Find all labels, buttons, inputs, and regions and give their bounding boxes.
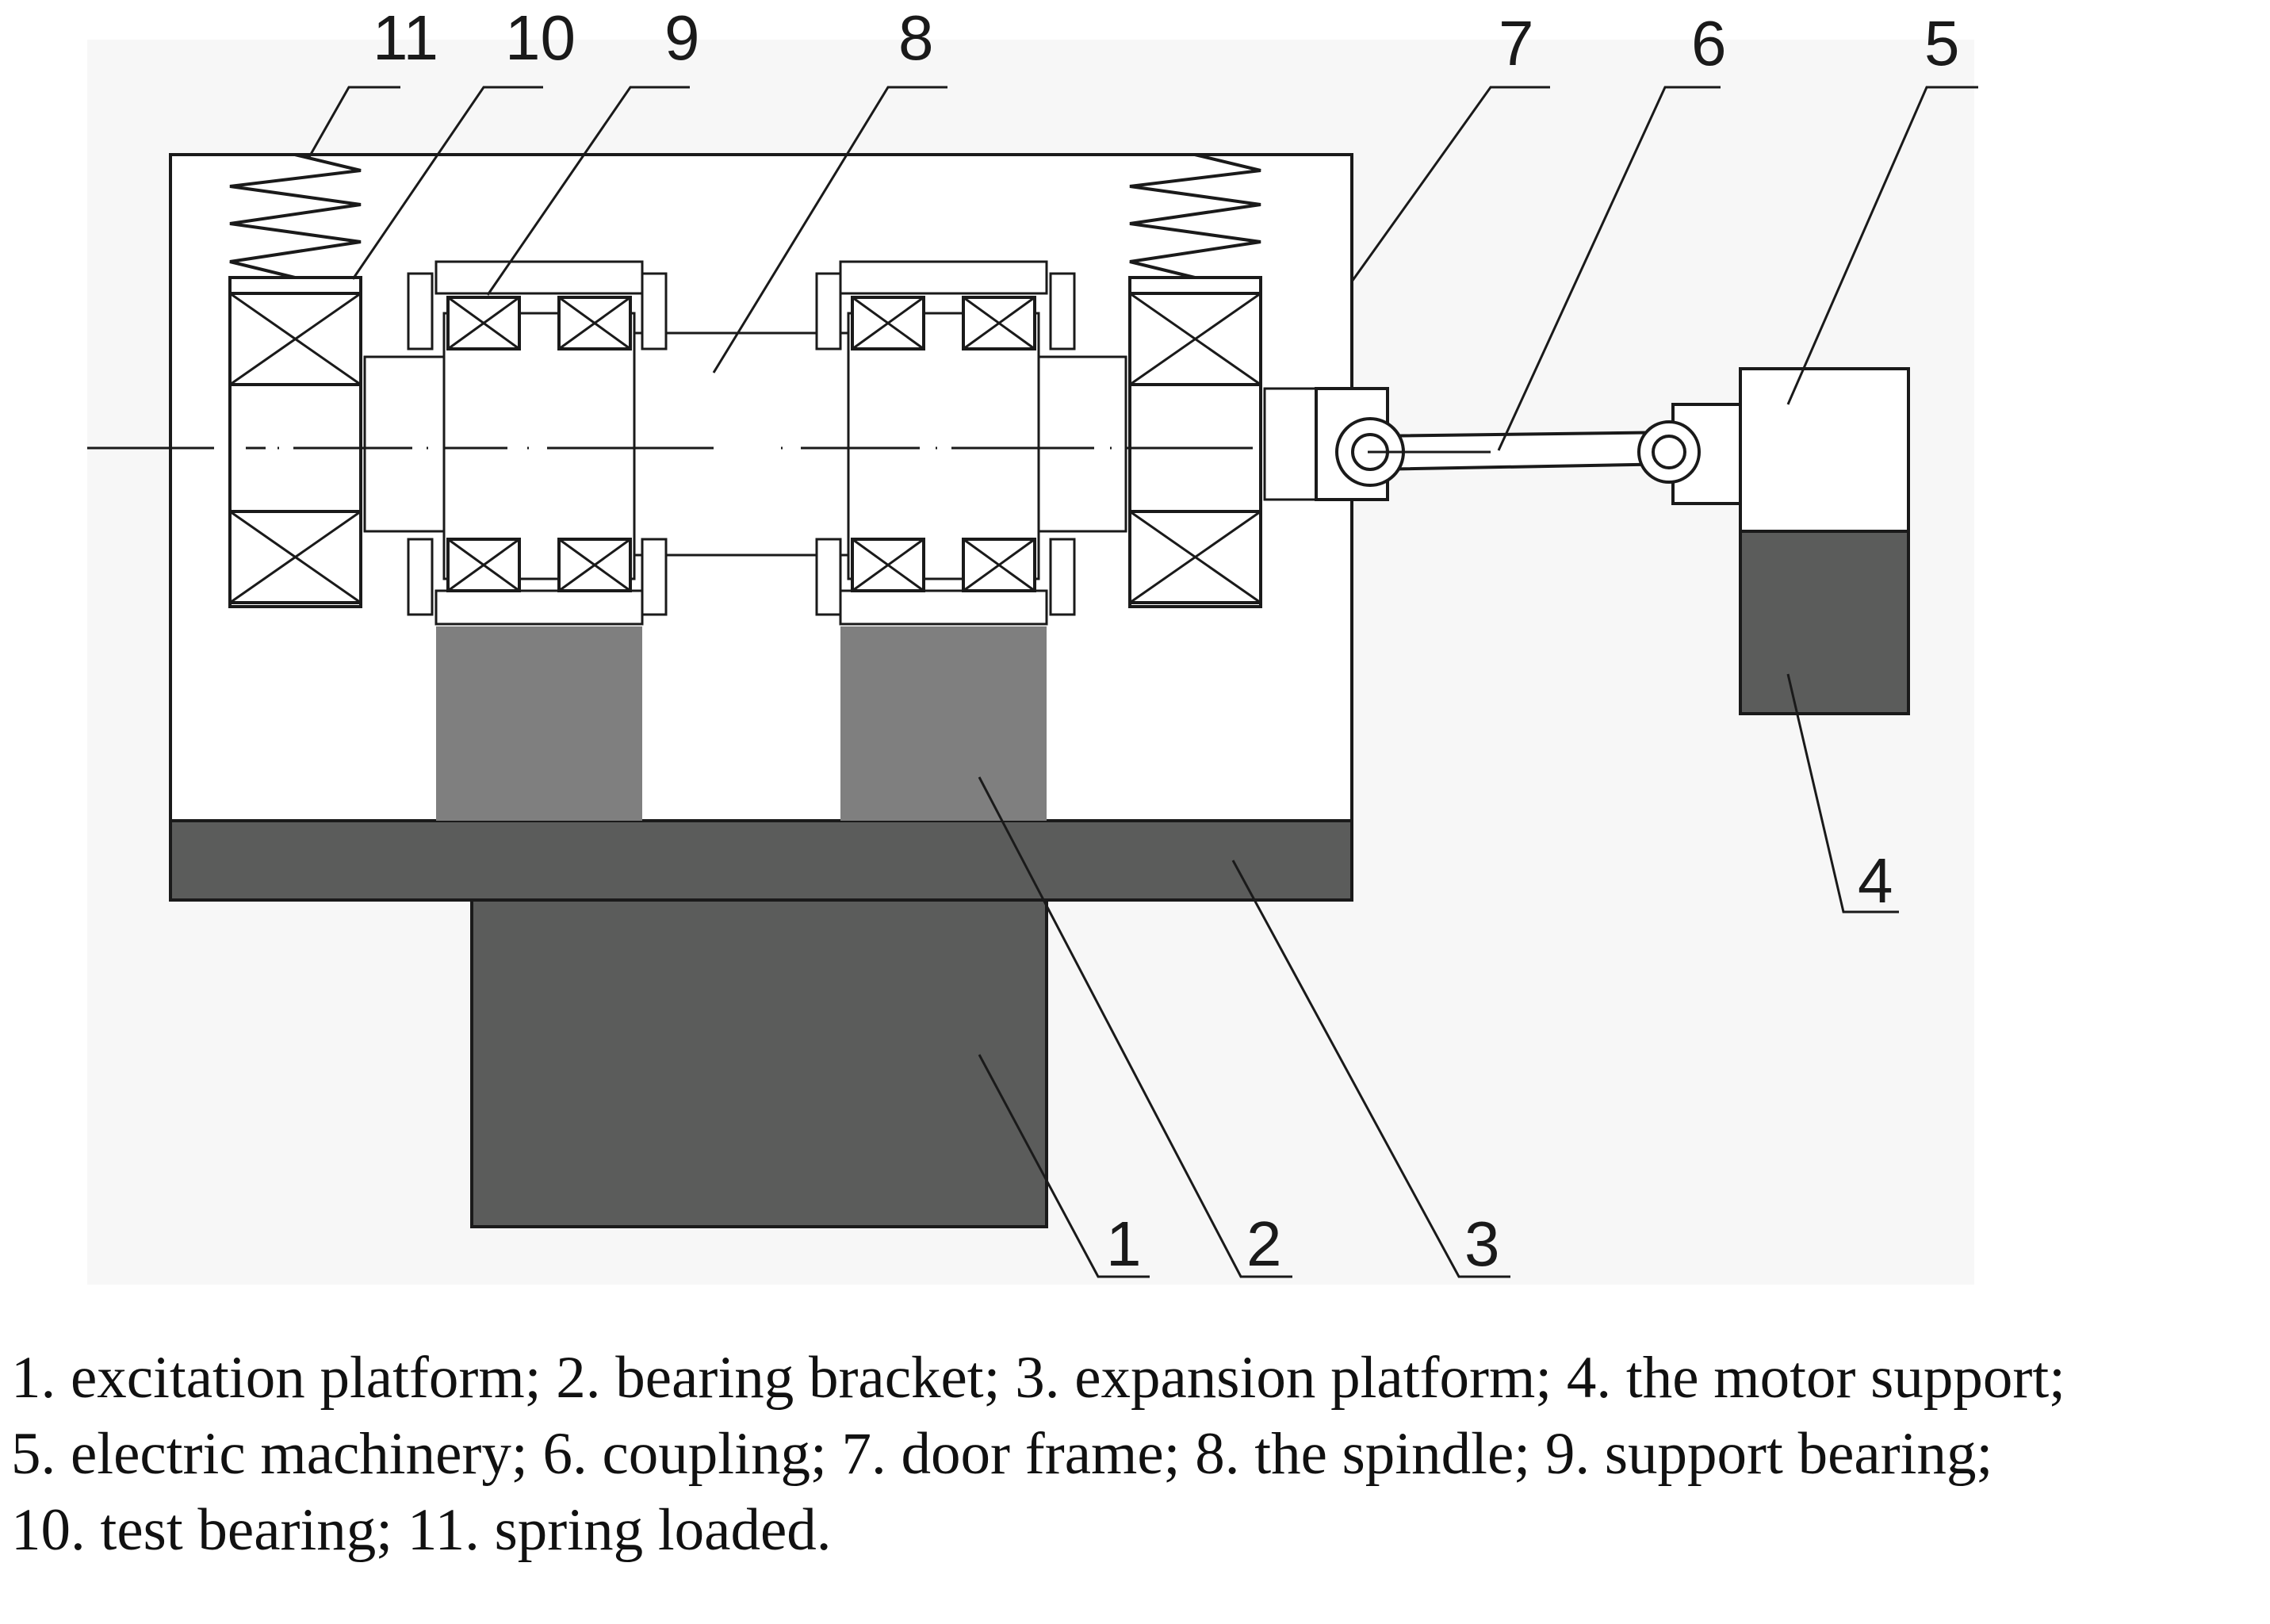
part-labels: 11 10 9 8 7 6 5 4 3 2 1 — [373, 2, 1960, 1279]
expansion-platform — [169, 819, 1353, 902]
label-11: 11 — [373, 2, 438, 73]
leader-9 — [486, 86, 690, 296]
leader-7 — [1350, 86, 1550, 282]
leader-8 — [712, 86, 947, 373]
leader-2 — [978, 776, 1292, 1278]
flange — [815, 272, 842, 350]
flange — [407, 272, 434, 350]
springs — [229, 153, 1261, 279]
label-6: 6 — [1691, 8, 1727, 79]
flange — [1049, 272, 1076, 350]
leader-lines — [308, 86, 1978, 1278]
excitation-platform — [470, 898, 1048, 1228]
caption-line-2: 5. electric machinery; 6. coupling; 7. d… — [11, 1421, 1993, 1487]
leader-6 — [1497, 86, 1721, 451]
test-bearing-crosses — [229, 292, 1261, 604]
leader-1 — [978, 1054, 1150, 1278]
shaft-hub-left — [363, 355, 446, 533]
flange — [641, 272, 668, 350]
bearing-bracket-left — [436, 626, 642, 821]
coupling — [1315, 387, 1742, 505]
bearing-housing-left — [442, 312, 636, 580]
leader-11 — [308, 86, 400, 158]
support-bearing-crosses — [447, 296, 1035, 592]
flange — [815, 538, 842, 616]
label-9: 9 — [664, 2, 700, 73]
shaft-hub-right — [1037, 355, 1127, 533]
label-2: 2 — [1246, 1208, 1282, 1279]
label-5: 5 — [1924, 8, 1960, 79]
flange — [641, 538, 668, 616]
leader-10 — [351, 86, 543, 280]
flange — [407, 538, 434, 616]
spring-left — [229, 153, 362, 279]
caption-line-3: 10. test bearing; 11. spring loaded. — [11, 1497, 832, 1563]
label-4: 4 — [1858, 845, 1893, 916]
shaft-end — [1263, 387, 1318, 501]
cap-bottom-right — [839, 589, 1048, 626]
cap-top-right — [839, 260, 1048, 295]
bearing-bracket-right — [840, 626, 1047, 821]
motor-support — [1739, 530, 1910, 715]
leader-5 — [1786, 86, 1978, 405]
spindle-assembly — [363, 312, 1318, 580]
leader-3 — [1231, 860, 1510, 1278]
figure-caption: 1. excitation platform; 2. bearing brack… — [11, 1340, 2267, 1568]
caption-line-1: 1. excitation platform; 2. bearing brack… — [11, 1345, 2066, 1411]
label-7: 7 — [1499, 8, 1534, 79]
leader-4 — [1786, 673, 1899, 914]
spindle-center — [633, 331, 850, 557]
spring-right — [1129, 153, 1261, 279]
label-1: 1 — [1106, 1208, 1142, 1279]
label-3: 3 — [1464, 1208, 1500, 1279]
coupling-pin-right — [1652, 435, 1686, 469]
cap-bottom-left — [434, 589, 644, 626]
cap-top-left — [434, 260, 644, 295]
bracket-flanges — [407, 272, 1076, 616]
label-8: 8 — [898, 2, 934, 73]
label-10: 10 — [505, 2, 576, 73]
flange — [1049, 538, 1076, 616]
bearing-housing-right — [847, 312, 1040, 580]
electric-machinery — [1739, 367, 1910, 533]
